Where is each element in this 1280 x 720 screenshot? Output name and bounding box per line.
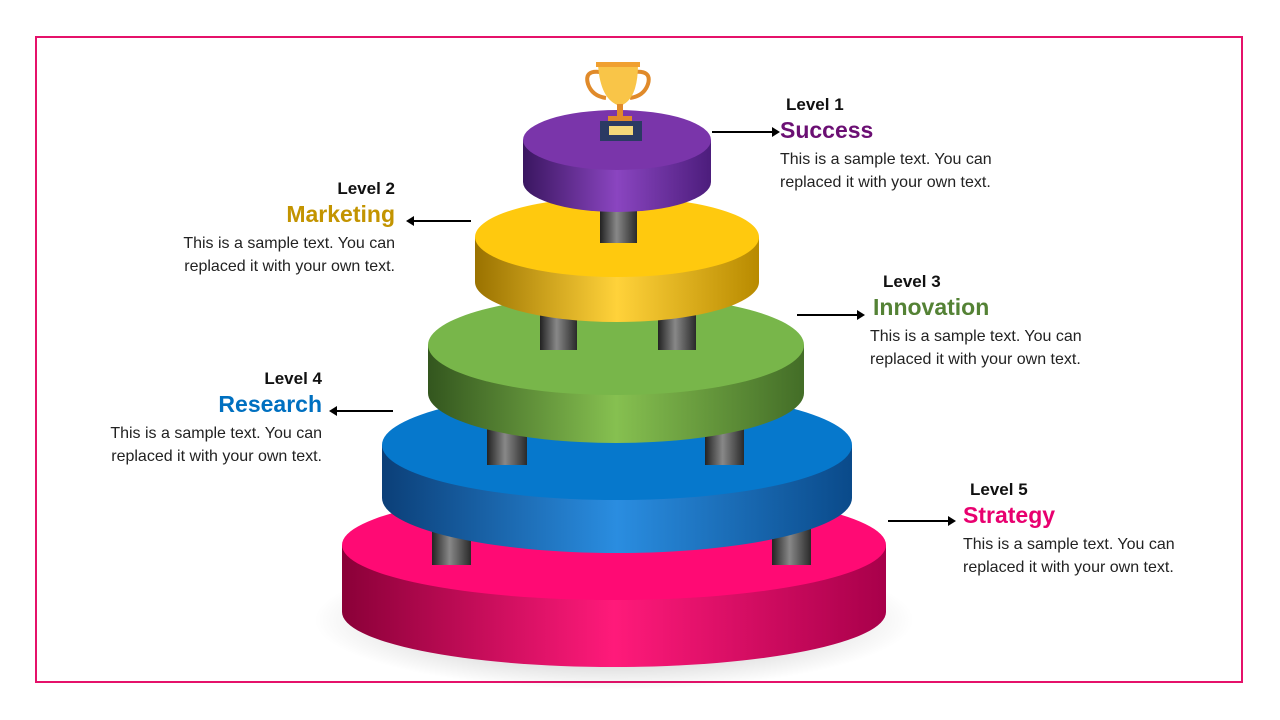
arrow-level-5 bbox=[888, 516, 956, 526]
arrow-level-3 bbox=[797, 310, 865, 320]
level-title: Innovation bbox=[873, 294, 990, 320]
trophy-icon bbox=[585, 62, 651, 141]
arrow-level-2 bbox=[406, 216, 471, 226]
arrow-level-1 bbox=[712, 127, 780, 137]
level-4-block: Level 4 Research This is a sample text. … bbox=[62, 369, 322, 468]
tier-level-3 bbox=[428, 295, 804, 443]
level-title: Research bbox=[218, 391, 322, 417]
level-5-block: Level 5 Strategy This is a sample text. … bbox=[963, 480, 1223, 579]
level-label: Level 2 bbox=[337, 179, 395, 198]
level-1-block: Level 1 Success This is a sample text. Y… bbox=[780, 95, 1040, 194]
level-label: Level 1 bbox=[786, 95, 844, 114]
level-title: Marketing bbox=[286, 201, 395, 227]
level-label: Level 5 bbox=[970, 480, 1028, 499]
level-3-block: Level 3 Innovation This is a sample text… bbox=[870, 272, 1130, 371]
level-label: Level 4 bbox=[264, 369, 322, 388]
level-label: Level 3 bbox=[883, 272, 941, 291]
level-title: Strategy bbox=[963, 502, 1056, 528]
arrow-level-4 bbox=[329, 406, 393, 416]
level-title: Success bbox=[780, 117, 874, 143]
level-2-block: Level 2 Marketing This is a sample text.… bbox=[135, 179, 395, 278]
